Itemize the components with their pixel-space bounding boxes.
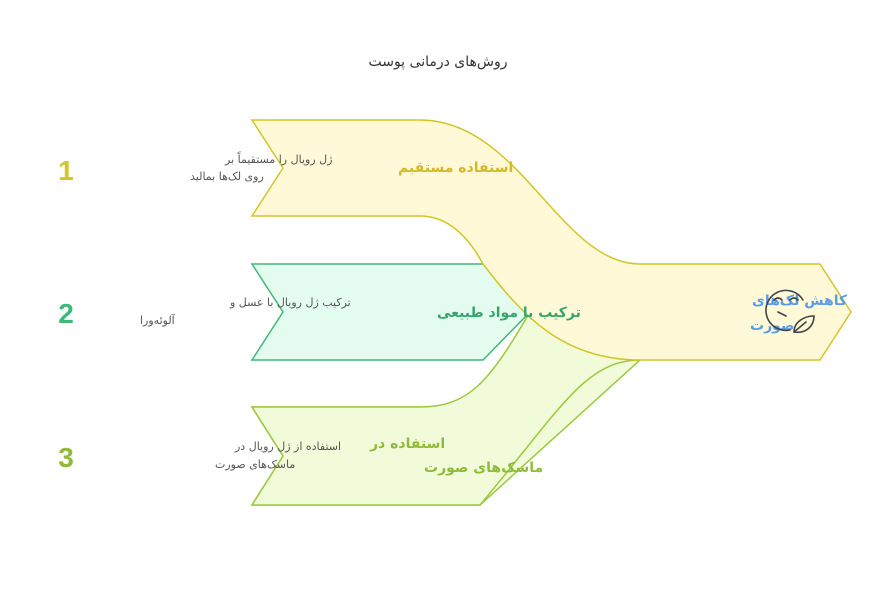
face-leaf-icon [765, 289, 815, 334]
band-2-label: ترکیب با مواد طبیعی [437, 305, 581, 321]
step-1-description-line-1: ژل رویال را مستقیماً بر [224, 151, 332, 166]
result-label-line-1: کاهش لک‌های [752, 293, 848, 309]
band-3-flow [250, 311, 641, 506]
step-number-3: 3 [58, 442, 74, 473]
band-3-label-line-2: ماسک‌های صورت [424, 460, 543, 476]
step-3-description-line-2: ماسک‌های صورت [215, 458, 295, 471]
band-3-label-line-1: استفاده در [369, 436, 445, 452]
band-1-result-shape [250, 119, 852, 361]
step-2-description-line-2: آلوئه‌ورا [140, 313, 176, 327]
step-3-description-line-1: استفاده از ژل رویال در [234, 440, 341, 453]
step-number-2: 2 [58, 298, 74, 329]
step-number-1: 1 [58, 155, 74, 186]
step-2-description-line-1: ترکیب ژل رویال با عسل و [229, 296, 351, 309]
step-1-description-line-2: روی لک‌ها بمالید [190, 170, 264, 183]
band-1-label: استفاده مستقیم [398, 160, 513, 176]
diagram-title: روش‌های درمانی پوست [368, 54, 507, 70]
